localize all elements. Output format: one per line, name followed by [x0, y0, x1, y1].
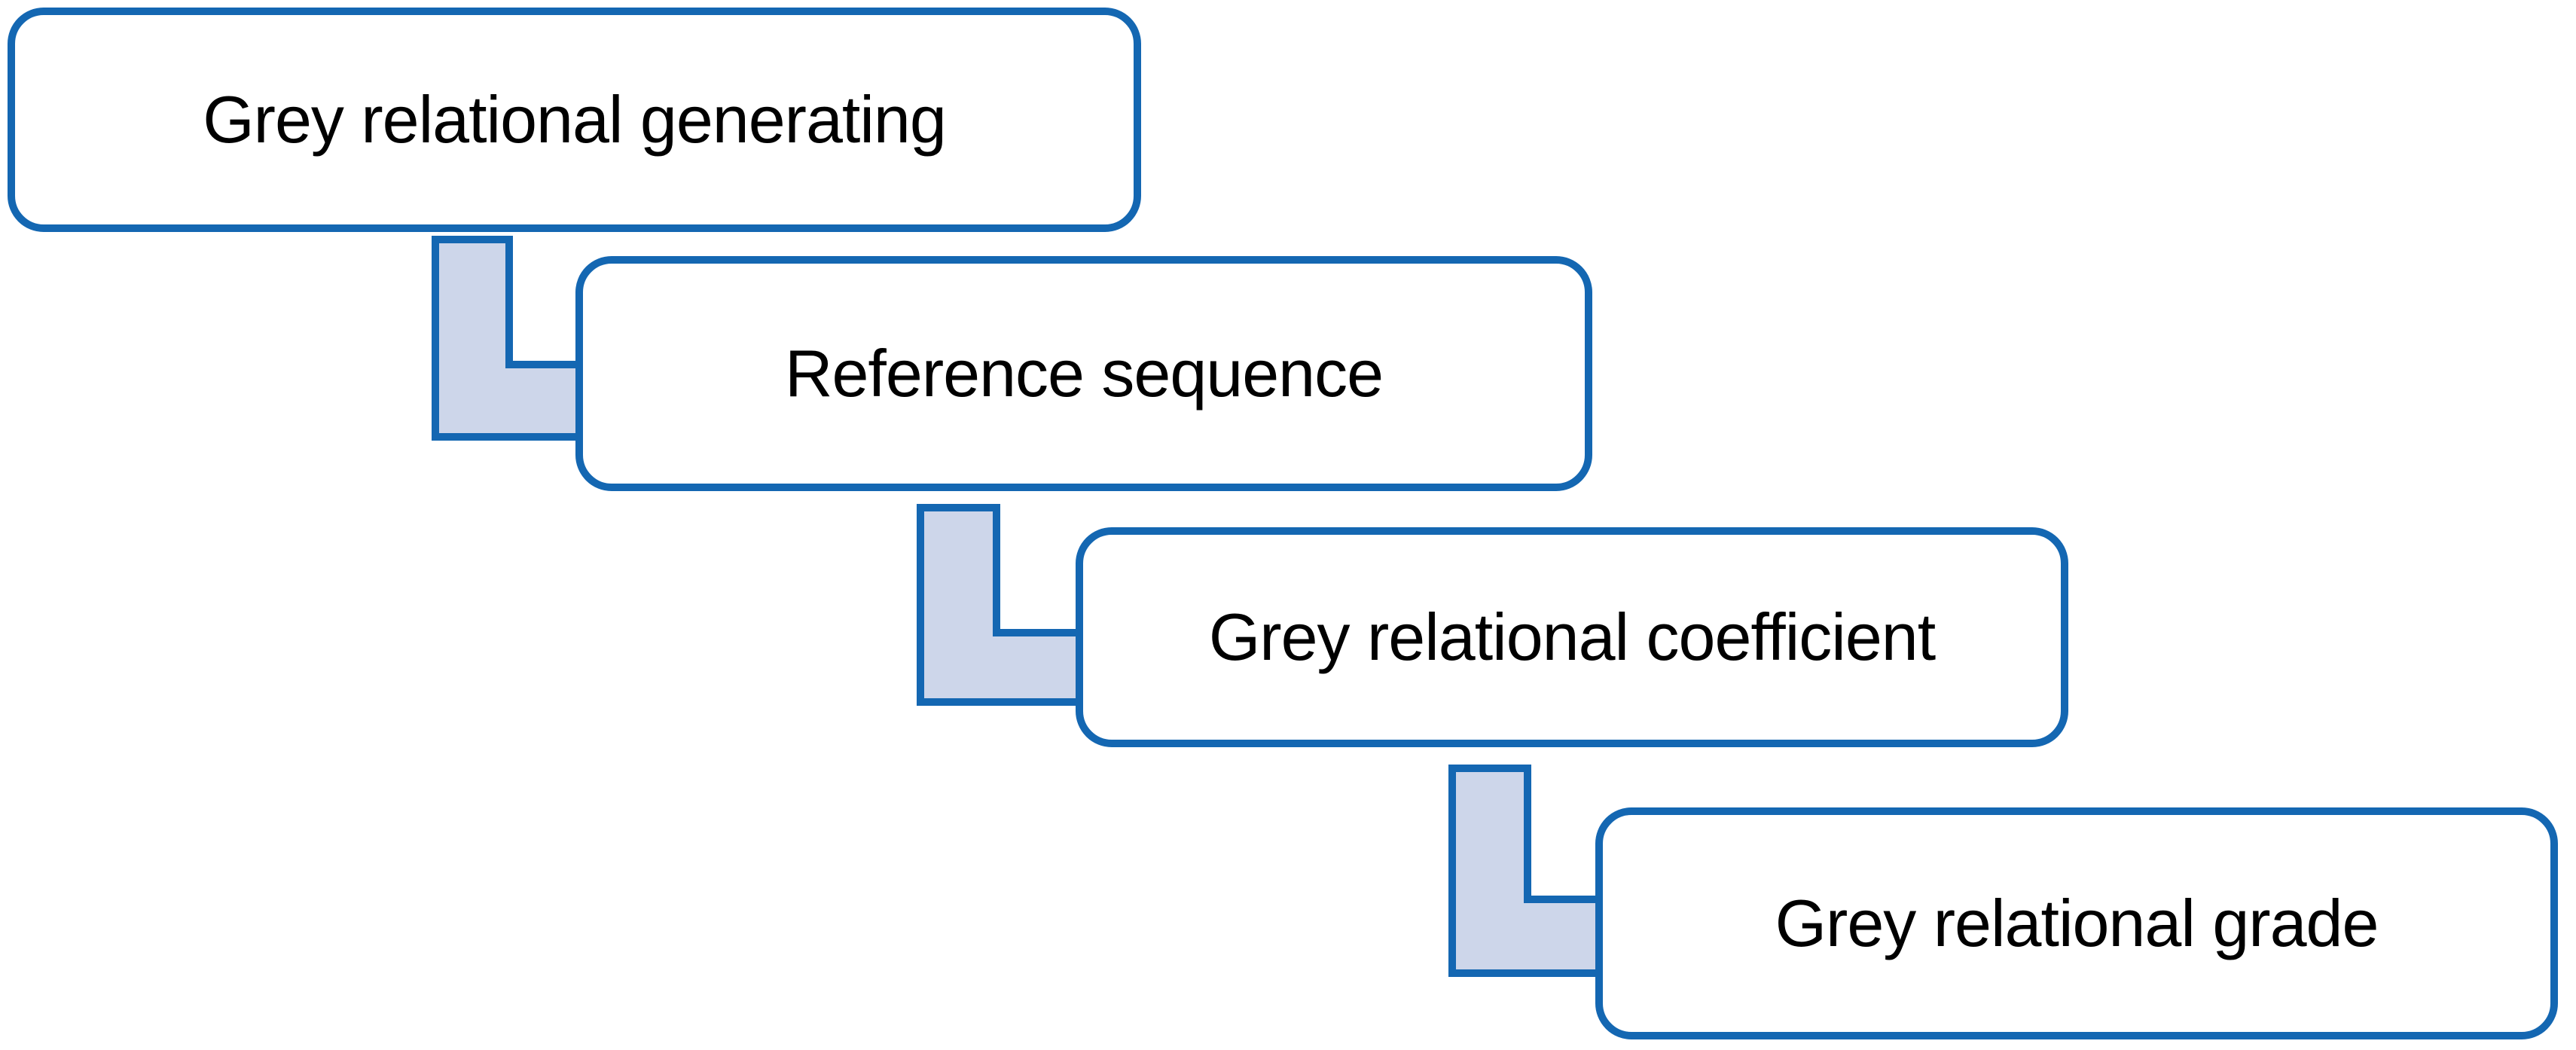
step-label-grey-relational-grade: Grey relational grade — [1775, 885, 2379, 960]
step-label-reference-sequence: Reference sequence — [784, 335, 1384, 411]
step-label-grey-relational-generating: Grey relational generating — [203, 81, 947, 157]
step-box-reference-sequence: Reference sequence — [575, 256, 1592, 491]
elbow-connector-2 — [917, 504, 1084, 706]
step-box-grey-relational-grade: Grey relational grade — [1595, 807, 2558, 1039]
step-label-grey-relational-coefficient: Grey relational coefficient — [1208, 599, 1936, 674]
elbow-connector-1 — [432, 236, 585, 441]
step-box-grey-relational-coefficient: Grey relational coefficient — [1076, 527, 2068, 747]
step-box-grey-relational-generating: Grey relational generating — [8, 8, 1141, 232]
elbow-connector-3 — [1448, 765, 1604, 977]
